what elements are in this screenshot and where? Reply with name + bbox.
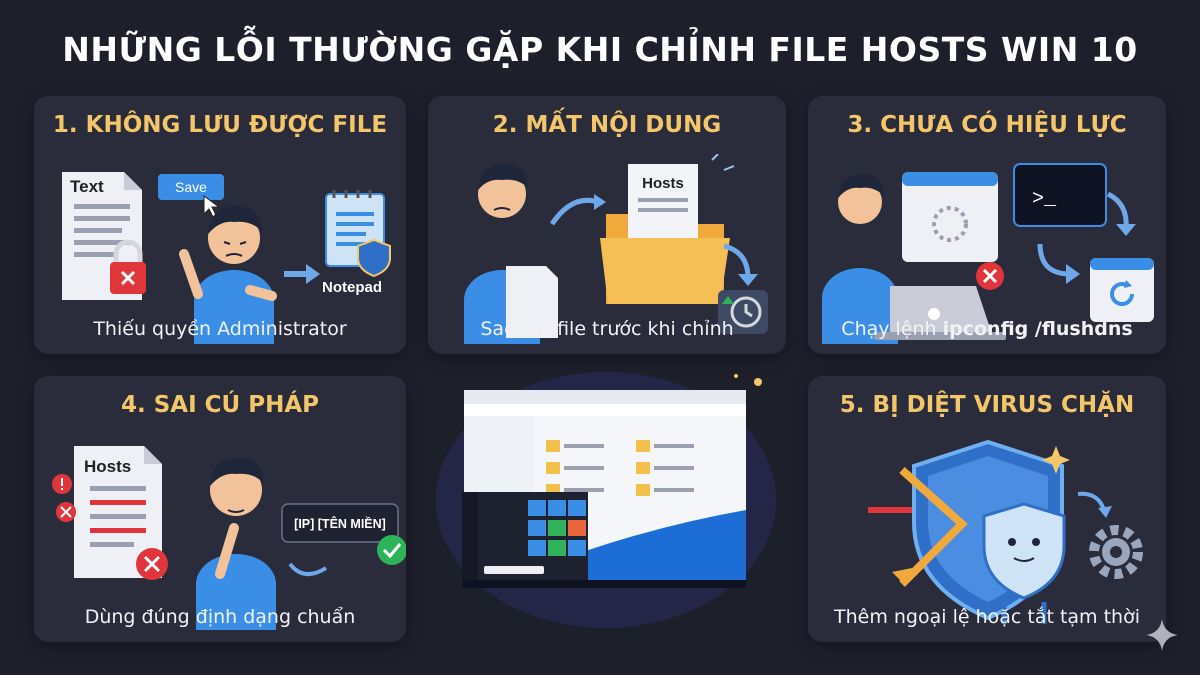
command-text: ipconfig /flushdns [942, 318, 1133, 340]
arrow-icon [594, 194, 606, 210]
card-caption: Thêm ngoại lệ hoặc tắt tạm thời [834, 606, 1140, 628]
laptop-icon [874, 286, 1006, 340]
card-cannot-save: 1. KHÔNG LƯU ĐƯỢC FILE Text Save [34, 96, 406, 354]
lock-icon [110, 239, 146, 294]
card-syntax-error: 4. SAI CÚ PHÁP Hosts [34, 376, 406, 642]
illustration-syntax: Hosts [IP] [TÊN MIỀN] [52, 446, 406, 630]
card-caption: Chạy lệnh ipconfig /flushdns [808, 318, 1166, 340]
card-heading: 2. MẤT NỘI DUNG [492, 112, 722, 138]
error-icon [976, 262, 1004, 290]
card-caption: Sao lưu file trước khi chỉnh [480, 318, 734, 340]
card-antivirus-block: 5. BỊ DIỆT VIRUS CHẶN Thêm ngoại lệ hoặc… [808, 376, 1166, 642]
taskbar-icon [462, 580, 746, 588]
format-box [281, 503, 399, 543]
card-heading: 1. KHÔNG LƯU ĐƯỢC FILE [52, 112, 388, 138]
check-icon [377, 535, 406, 565]
error-icon [136, 548, 168, 580]
sparkle-icon [1042, 446, 1070, 474]
card-caption: Thiếu quyền Administrator [93, 318, 347, 340]
refresh-window-icon [1090, 258, 1154, 322]
card-heading: 4. SAI CÚ PHÁP [120, 392, 319, 418]
sparkle-watermark-icon [1146, 619, 1178, 651]
folder-icon [600, 164, 730, 304]
hosts-label: Hosts [84, 457, 131, 476]
document-label: Text [70, 177, 104, 196]
hosts-label: Hosts [642, 175, 684, 192]
thinking-person-icon [196, 458, 276, 630]
save-button-graphic [158, 174, 224, 200]
illustration-save-error: Text Save [62, 172, 391, 344]
arrow-right-icon [306, 264, 320, 284]
backup-clock-icon [718, 290, 768, 334]
frustrated-person-icon [179, 206, 277, 344]
card-caption: Dùng đúng định dạng chuẩn [84, 606, 356, 628]
page-title: NHỮNG LỖI THƯỜNG GẶP KHI CHỈNH FILE HOST… [62, 30, 1138, 69]
shield-mascot-icon [982, 502, 1066, 624]
card-heading: 3. CHƯA CÓ HIỆU LỰC [847, 112, 1127, 138]
format-label: [IP] [TÊN MIỀN] [294, 516, 386, 531]
illustration-flushdns: >_ [822, 163, 1154, 344]
notepad-label: Notepad [322, 279, 382, 296]
caption-prefix: Chạy lệnh [841, 318, 943, 340]
terminal-icon [1013, 163, 1107, 227]
hosts-document-icon [74, 446, 162, 578]
illustration-antivirus [868, 439, 1143, 624]
notepad-icon [325, 190, 391, 278]
deflect-arrow-icon [899, 467, 968, 587]
card-not-effective: 3. CHƯA CÓ HIỆU LỰC >_ [808, 96, 1166, 354]
person-at-laptop-icon [822, 174, 898, 344]
terminal-prompt: >_ [1032, 188, 1057, 211]
card-lost-content: 2. MẤT NỘI DUNG Hosts Sao [428, 96, 786, 354]
illustration-backup: Hosts [464, 154, 768, 344]
windows-explorer-illustration [436, 372, 776, 628]
gear-icon [1089, 525, 1143, 579]
loading-window-icon [902, 172, 998, 262]
save-label: Save [175, 179, 207, 195]
warning-marker-icon [52, 474, 76, 522]
card-heading: 5. BỊ DIỆT VIRUS CHẶN [839, 392, 1135, 418]
paper-icon [506, 266, 558, 338]
start-menu-icon [462, 492, 588, 580]
